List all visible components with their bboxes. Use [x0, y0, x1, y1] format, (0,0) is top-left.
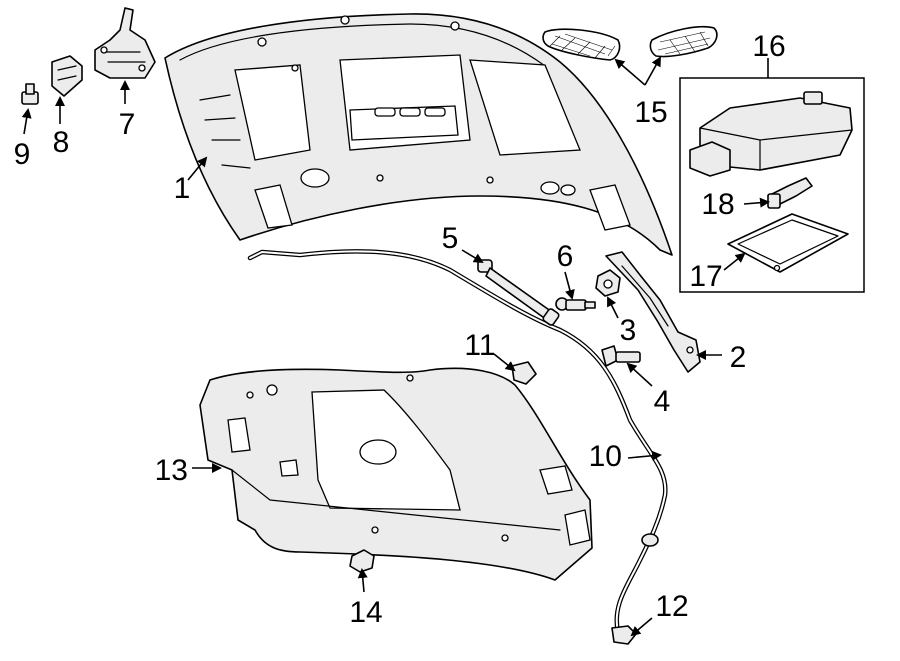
callout-2: 2	[730, 341, 747, 374]
callout-13: 13	[155, 454, 188, 487]
insulator-clip-14[interactable]	[349, 549, 375, 573]
callout-18: 18	[701, 188, 734, 221]
callout-15: 15	[634, 96, 667, 129]
nut[interactable]	[595, 269, 621, 297]
leader-lines	[21, 56, 770, 637]
lamp-assembly-box	[679, 77, 865, 293]
lens-tray[interactable]	[727, 213, 849, 273]
callout-7: 7	[119, 108, 136, 141]
hood-latch[interactable]	[94, 7, 156, 79]
callout-labels: 1 2 3 4 5 6 7 8 9 10 11 12 13 14 15 16 1…	[14, 30, 786, 629]
callout-8: 8	[53, 126, 70, 159]
callout-12: 12	[655, 590, 688, 623]
callout-5: 5	[442, 222, 459, 255]
vent-grilles[interactable]	[542, 25, 718, 61]
callout-6: 6	[557, 240, 574, 273]
hinge-bolt[interactable]	[601, 345, 641, 367]
latch-bracket[interactable]	[51, 55, 83, 97]
callout-4: 4	[654, 385, 671, 418]
callout-10: 10	[589, 440, 622, 473]
callout-17: 17	[689, 260, 722, 293]
bolt-9[interactable]	[21, 83, 39, 105]
lamp-module[interactable]	[689, 91, 853, 177]
hood-strut[interactable]	[477, 259, 560, 326]
cable-end-clip[interactable]	[611, 625, 637, 645]
hood-panel[interactable]	[164, 13, 673, 256]
release-cable[interactable]	[247, 249, 668, 635]
ball-stud[interactable]	[555, 297, 596, 311]
callout-11: 11	[464, 329, 495, 362]
callout-1: 1	[174, 172, 191, 205]
hood-insulator[interactable]	[199, 367, 593, 581]
callout-16: 16	[752, 30, 785, 63]
callout-3: 3	[620, 314, 637, 347]
callout-14: 14	[349, 596, 382, 629]
callout-9: 9	[14, 138, 31, 171]
retainer-clip-11[interactable]	[511, 361, 537, 385]
bulb[interactable]	[767, 177, 813, 209]
